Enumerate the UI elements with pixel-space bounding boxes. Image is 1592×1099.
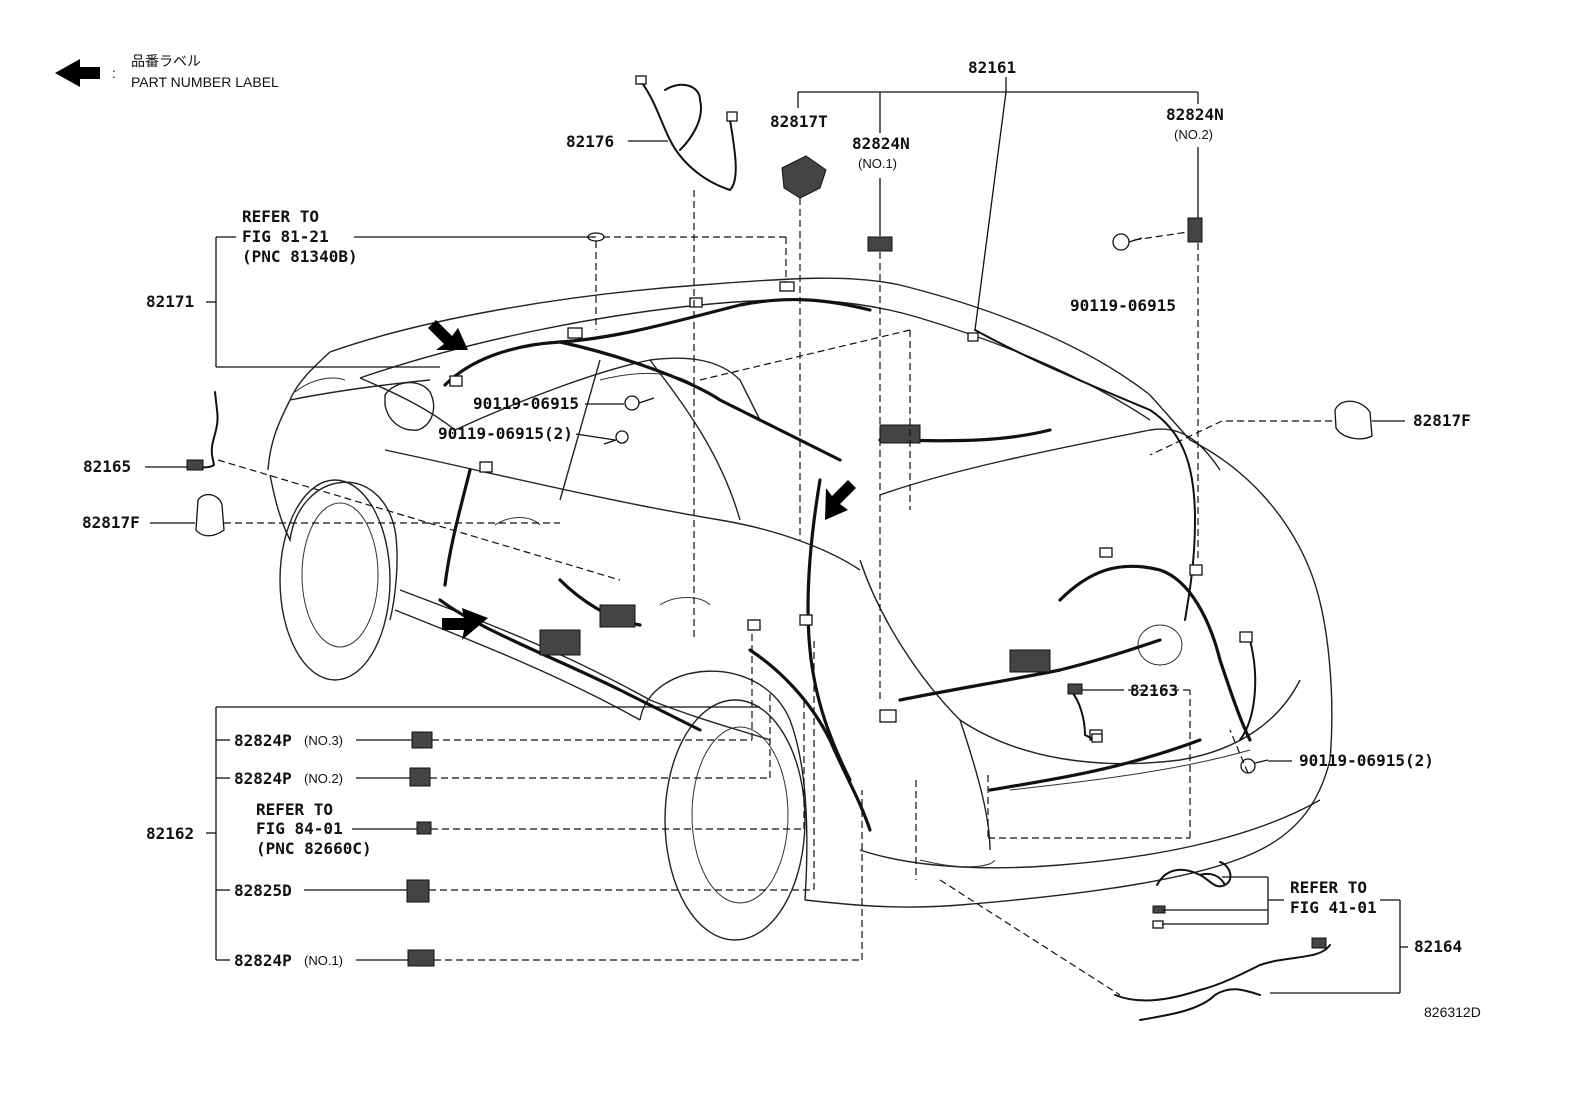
dashed-leaders — [217, 190, 1332, 996]
label-82817T: 82817T — [770, 112, 828, 131]
harness-82176-icon — [639, 79, 737, 192]
grommet-82824P-1-icon — [407, 949, 435, 967]
label-82161: 82161 — [968, 58, 1016, 77]
diagram-id: 826312D — [1424, 1004, 1481, 1020]
ref1-line3: (PNC 81340B) — [242, 247, 358, 266]
loose-parts — [186, 75, 1373, 1021]
grommet-82824P-3-icon — [411, 731, 433, 749]
connector-82824N-2-icon — [1187, 217, 1203, 243]
label-90119-b: 90119-06915(2) — [438, 424, 573, 443]
grommet-ref-icon — [416, 821, 432, 835]
ref3-line2: FIG 41-01 — [1290, 898, 1377, 917]
label-arrow-floor-icon — [442, 608, 488, 640]
legend-colon: : — [112, 65, 116, 81]
bolt-a-icon — [624, 395, 655, 411]
label-arrow-pillar-icon — [825, 480, 856, 520]
label-82817F-left: 82817F — [82, 513, 140, 532]
connector-82824N-1-icon — [867, 236, 893, 252]
label-82824P-1: 82824P — [234, 951, 292, 970]
legend-label-en: PART NUMBER LABEL — [131, 74, 279, 90]
grommet-82825D-icon — [406, 879, 430, 903]
label-82165: 82165 — [83, 457, 131, 476]
label-82163: 82163 — [1130, 681, 1178, 700]
label-82824N-1: 82824N — [852, 134, 910, 153]
leader-lines — [145, 77, 1408, 994]
label-82824P-3: 82824P — [234, 731, 292, 750]
label-90119-c: 90119-06915(2) — [1299, 751, 1434, 770]
legend: : 品番ラベル PART NUMBER LABEL — [55, 53, 279, 90]
label-82162: 82162 — [146, 824, 194, 843]
label-82825D: 82825D — [234, 881, 292, 900]
label-82824P-3-no: (NO.3) — [304, 733, 343, 748]
label-82164: 82164 — [1414, 937, 1462, 956]
bolt-b-icon — [603, 430, 629, 445]
harness-82164-icon — [1114, 944, 1331, 1021]
sensor-82165-icon — [189, 391, 219, 469]
ref1-line1: REFER TO — [242, 207, 319, 226]
label-82817F-right: 82817F — [1413, 411, 1471, 430]
label-82824P-1-no: (NO.1) — [304, 953, 343, 968]
grommet-82824P-2-icon — [409, 767, 431, 787]
label-82824P-2: 82824P — [234, 769, 292, 788]
clip-82817F-left-icon — [195, 493, 225, 537]
bolt-c-icon — [1240, 758, 1269, 774]
harness-41-01-icon — [1156, 861, 1232, 888]
ref3-line1: REFER TO — [1290, 878, 1367, 897]
clip-82817F-right-icon — [1334, 400, 1373, 440]
label-90119-a: 90119-06915 — [473, 394, 579, 413]
bracket-82817T-icon — [781, 155, 827, 199]
label-82171: 82171 — [146, 292, 194, 311]
ref2-line1: REFER TO — [256, 800, 333, 819]
legend-label-jp: 品番ラベル — [131, 53, 201, 69]
ref2-line2: FIG 84-01 — [256, 819, 343, 838]
label-90119-top: 90119-06915 — [1070, 296, 1176, 315]
label-arrow-roof-icon — [428, 320, 468, 350]
wire-harness — [438, 281, 1257, 832]
label-82824N-2-no: (NO.2) — [1174, 127, 1213, 142]
label-82176: 82176 — [566, 132, 614, 151]
ref1-line2: FIG 81-21 — [242, 227, 329, 246]
ref2-line3: (PNC 82660C) — [256, 839, 372, 858]
part-labels: 82161 82176 82817T 82824N (NO.1) 82824N … — [82, 58, 1481, 1020]
label-82824N-1-no: (NO.1) — [858, 156, 897, 171]
label-82824N-2: 82824N — [1166, 105, 1224, 124]
part-number-label-arrow-icon — [55, 59, 100, 87]
label-arrows — [428, 320, 856, 640]
label-82824P-2-no: (NO.2) — [304, 771, 343, 786]
bolt-top-icon — [1112, 233, 1143, 251]
